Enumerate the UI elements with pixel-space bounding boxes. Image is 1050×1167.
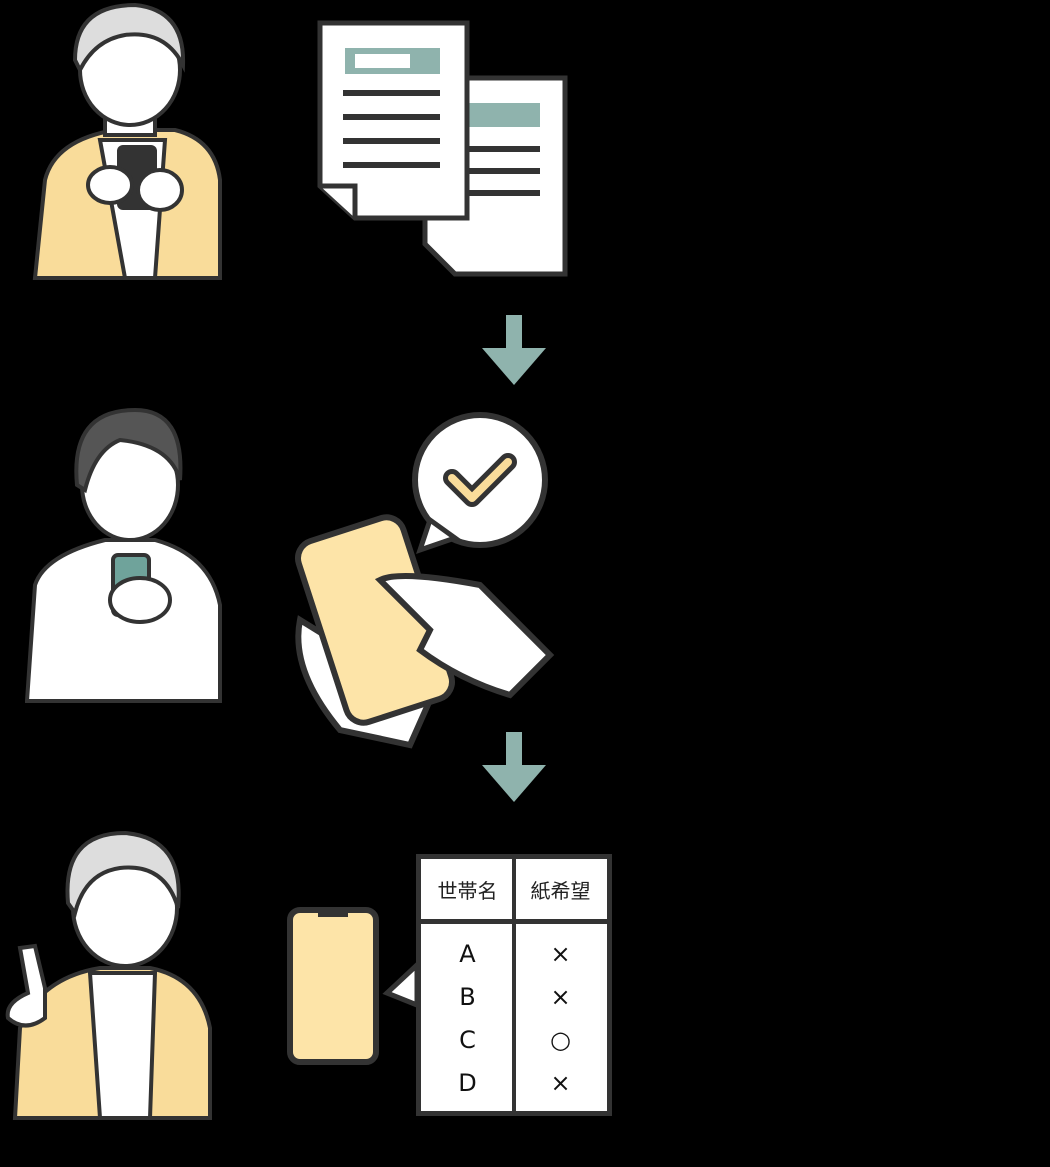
person-elder-pointing-illustration [5,830,212,1120]
header-household: 世帯名 [421,859,514,924]
cell-household: D [458,1068,477,1097]
smartphone-icon [287,907,420,1065]
cell-household: A [459,939,476,968]
documents-icon [317,20,568,277]
cell-paper: × [550,939,571,968]
phone-tap-check-illustration [295,412,555,749]
cell-household: C [459,1025,476,1054]
header-paper-preference: 紙希望 [514,859,607,924]
arrow-down-icon [482,315,546,385]
household-column: 世帯名 A B C D [421,859,516,1111]
person-elder-with-phone-illustration [32,2,222,280]
paper-preference-column: 紙希望 × × ○ × [512,859,607,1111]
person-man-with-phone-illustration [25,407,222,703]
cell-paper: × [550,1068,571,1097]
cell-paper: × [550,982,571,1011]
cell-household: B [459,982,476,1011]
household-paper-preference-table: 世帯名 A B C D 紙希望 × × ○ × [416,854,612,1116]
arrow-down-icon [482,732,546,802]
cell-paper: ○ [550,1025,571,1054]
